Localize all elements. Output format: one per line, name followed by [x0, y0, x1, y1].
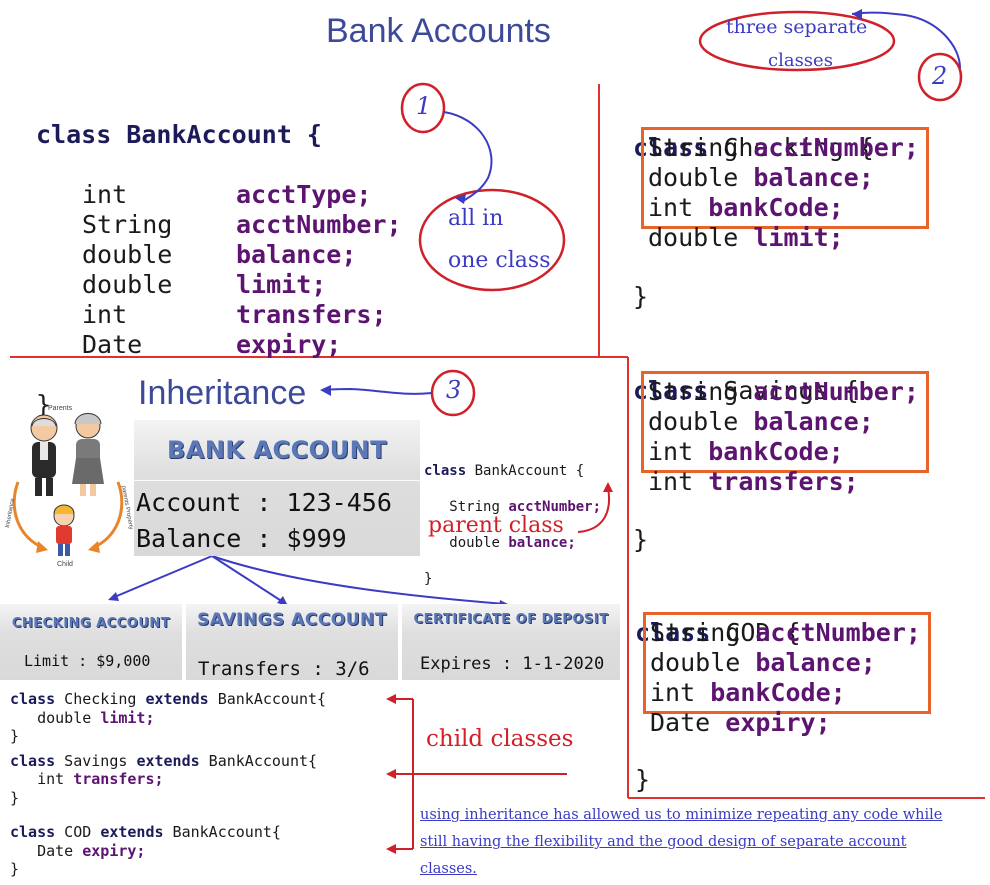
checking-limit-value: Limit : $9,000 [24, 652, 151, 670]
cod-class-code: class COD { [635, 618, 801, 647]
cod-field: int bankCode; [650, 678, 846, 707]
cod-close: } [635, 765, 651, 794]
one-class-header: class BankAccount { [36, 120, 322, 149]
savings-transfers-value: Transfers : 3/6 [198, 658, 370, 680]
checking-class-code: class Checking { [633, 133, 874, 162]
cod-account-card: CERTIFICATE OF DEPOSIT Expires : 1-1-202… [402, 604, 620, 680]
annotation-classes: classes [768, 50, 833, 71]
cod-field: Date expiry; [650, 708, 831, 737]
cod-field: double balance; [650, 648, 876, 677]
savings-field: int transfers; [648, 467, 859, 496]
family-illustration: Parents Child Inheritance parents Proper… [5, 405, 134, 568]
cod-account-card-title: CERTIFICATE OF DEPOSIT [413, 612, 609, 627]
savings-field: String acctNumber; [648, 377, 919, 406]
savings-field: double balance; [648, 407, 874, 436]
child-class-block: class Checking extends BankAccount{ doub… [10, 690, 327, 745]
bank-account-balance: Balance : $999 [136, 524, 347, 553]
annotation-arrows-top [400, 9, 963, 292]
annotation-one-class: one class [448, 248, 551, 273]
annotation-three-separate: three separate [726, 16, 868, 38]
summary-text: using inheritance has allowed us to mini… [420, 802, 942, 883]
summary-line-1: using inheritance has allowed us to mini… [420, 807, 943, 823]
annotation-all-in: all in [448, 206, 504, 231]
cod-fields: String acctNumber;double balance;int ban… [650, 618, 921, 738]
checking-field: double limit; [648, 223, 844, 252]
parent-class-code: class BankAccount { String acctNumber; d… [424, 463, 602, 587]
bank-account-card: BANK ACCOUNT Account : 123-456 Balance :… [134, 420, 420, 556]
checking-account-card: CHECKING ACCOUNT Limit : $9,000 [0, 604, 182, 680]
annotation-number-1: 1 [416, 92, 432, 120]
checking-field: int bankCode; [648, 193, 844, 222]
child-class-block: class COD extends BankAccount{ Date expi… [10, 823, 281, 878]
savings-close: } [633, 525, 649, 554]
savings-account-card: SAVINGS ACCOUNT Transfers : 3/6 [186, 604, 398, 680]
checking-field: String acctNumber; [648, 133, 919, 162]
child-class-block: class Savings extends BankAccount{ int t… [10, 751, 318, 807]
bank-account-card-title: BANK ACCOUNT [166, 436, 388, 464]
cod-shared-box [643, 612, 931, 714]
annotation-arrows-mid [108, 369, 613, 854]
annotation-child-classes: child classes [426, 726, 574, 752]
savings-field: int bankCode; [648, 437, 844, 466]
annotation-parent-class: parent class [428, 513, 564, 538]
annotation-number-3: 3 [446, 376, 462, 404]
inheritance-arrow-label: Inheritance [5, 497, 16, 528]
savings-class-code: class Savings { [633, 376, 859, 405]
checking-field: double balance; [648, 163, 874, 192]
cod-field: String acctNumber; [650, 618, 921, 647]
savings-shared-box [641, 371, 929, 473]
checking-fields: String acctNumber;double balance;int ban… [648, 133, 919, 253]
summary-line-2: still having the flexibility and the goo… [420, 834, 907, 850]
savings-fields: String acctNumber;double balance;int ban… [648, 377, 919, 497]
checking-shared-box [641, 127, 929, 229]
annotation-number-2: 2 [932, 62, 948, 90]
bank-account-number: Account : 123-456 [136, 488, 392, 517]
checking-account-card-title: CHECKING ACCOUNT [11, 616, 171, 631]
savings-account-card-title: SAVINGS ACCOUNT [197, 610, 387, 630]
child-classes-code: class Checking extends BankAccount{ doub… [10, 690, 326, 885]
one-class-close: } [36, 390, 52, 419]
page-title: Bank Accounts [326, 12, 551, 50]
child-label: Child [57, 561, 73, 568]
checking-close: } [633, 282, 649, 311]
inheritance-heading: Inheritance [138, 374, 307, 412]
cod-expires-value: Expires : 1-1-2020 [420, 654, 605, 674]
parents-label: Parents [48, 405, 73, 412]
summary-line-3: classes. [420, 861, 477, 877]
